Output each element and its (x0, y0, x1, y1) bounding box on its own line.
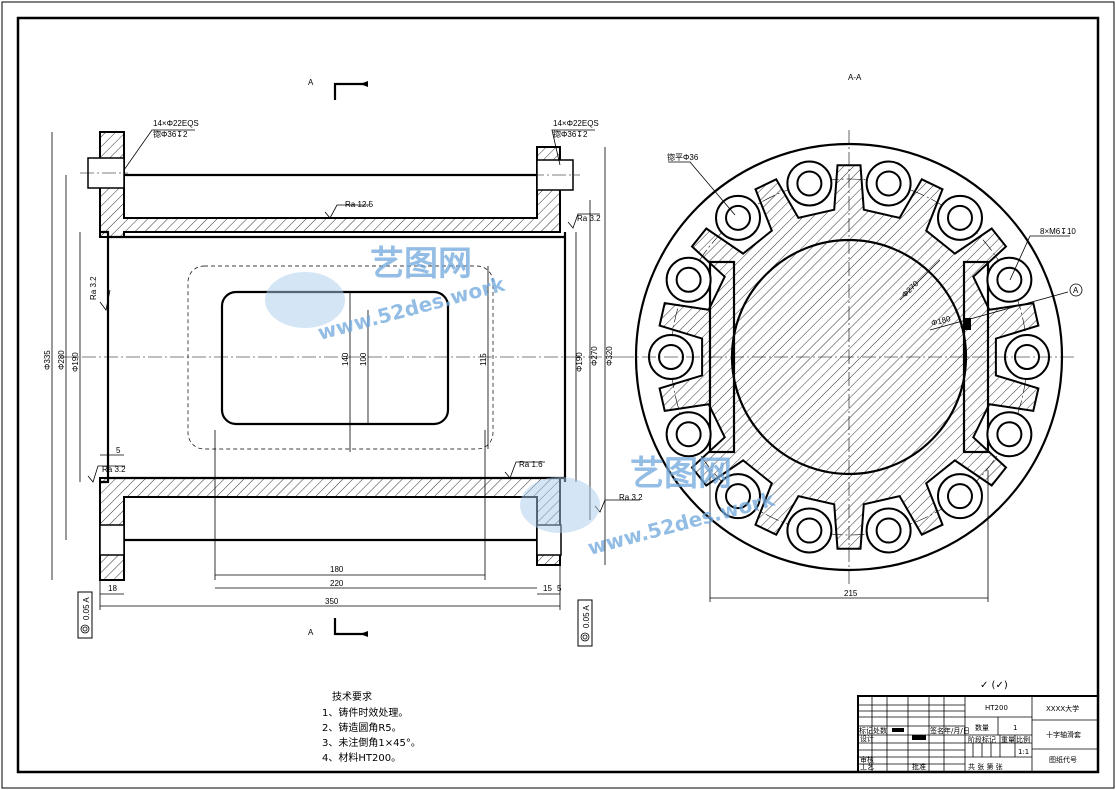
svg-text:Φ190: Φ190 (71, 352, 80, 372)
bolt-hole (875, 517, 902, 544)
svg-text:100: 100 (359, 352, 368, 366)
svg-text:技术要求: 技术要求 (332, 690, 372, 703)
bolt-hole (996, 421, 1023, 448)
svg-text:Φ335: Φ335 (43, 350, 52, 370)
svg-text:0.05 A: 0.05 A (82, 597, 91, 620)
svg-text:工艺: 工艺 (860, 763, 874, 771)
svg-text:Ra 12.5: Ra 12.5 (345, 200, 374, 209)
svg-text:锪Φ36↧2: 锪Φ36↧2 (153, 129, 188, 139)
bolt-hole (996, 266, 1023, 293)
svg-text:115: 115 (479, 353, 488, 366)
svg-text:A: A (1073, 286, 1079, 295)
svg-text:设计: 设计 (860, 734, 874, 743)
geometric-tolerance-left: 0.05 A (77, 591, 93, 639)
svg-text:Φ280: Φ280 (57, 350, 66, 370)
svg-text:350: 350 (325, 597, 339, 606)
svg-text:艺图网: 艺图网 (370, 244, 472, 284)
svg-text:标记处数: 标记处数 (859, 726, 887, 735)
svg-text:比例: 比例 (1016, 735, 1030, 744)
svg-text:批准: 批准 (912, 762, 926, 771)
svg-text:4、材料HT200。: 4、材料HT200。 (322, 751, 401, 764)
svg-text:Ra 3.2: Ra 3.2 (619, 493, 643, 502)
svg-text:Φ270: Φ270 (590, 346, 599, 366)
svg-text:数量: 数量 (975, 723, 989, 732)
section-marker-top: A (308, 78, 368, 100)
bolt-hole (675, 421, 702, 448)
section-marker-bottom: A (308, 618, 368, 637)
svg-text:Ra 1.6: Ra 1.6 (519, 460, 543, 469)
svg-text:HT200: HT200 (985, 704, 1008, 712)
geometric-tolerance-right: 0.05 A (577, 599, 593, 647)
svg-text:十字轴滑套: 十字轴滑套 (1046, 730, 1081, 739)
svg-text:A: A (308, 78, 314, 87)
technical-requirements: 技术要求 1、铸件时效处理。 2、铸造圆角R5。 3、未注倒角1×45°。 4、… (322, 690, 421, 764)
svg-text:Φ320: Φ320 (605, 346, 614, 366)
bolt-hole (725, 204, 752, 231)
svg-text:图纸代号: 图纸代号 (1049, 755, 1077, 764)
title-block: HT200 XXXX大学 十字轴滑套 图纸代号 数量 1 阶段标记 重量 比例 … (857, 695, 1099, 773)
svg-text:14×Φ22EQS: 14×Φ22EQS (153, 119, 199, 128)
svg-text:审核: 审核 (860, 755, 874, 764)
bolt-hole (946, 204, 973, 231)
front-view: Φ335 Φ280 Φ190 140 100 115 Φ190 Φ270 Φ32… (43, 119, 643, 647)
svg-text:Ra 3.2: Ra 3.2 (577, 214, 601, 223)
svg-text:A: A (308, 628, 314, 637)
bolt-hole (725, 483, 752, 510)
bolt-hole (796, 170, 823, 197)
section-view-aa: 215 锪平Φ36 8×M6↧10 Φ270 Φ180 A (620, 130, 1083, 602)
svg-text:1: 1 (1013, 724, 1017, 732)
bolt-hole (796, 517, 823, 544)
svg-text:Ra 3.2: Ra 3.2 (102, 465, 126, 474)
drawing-frame (16, 16, 1100, 774)
bolt-hole (946, 483, 973, 510)
svg-text:15: 15 (543, 584, 552, 593)
section-title-aa: A-A (848, 73, 862, 82)
svg-text:艺图网: 艺图网 (630, 454, 732, 494)
svg-text:5: 5 (557, 584, 562, 593)
svg-text:215: 215 (844, 589, 858, 598)
svg-text:1、铸件时效处理。: 1、铸件时效处理。 (322, 706, 408, 719)
svg-text:锪平Φ36: 锪平Φ36 (667, 152, 699, 162)
svg-text:8×M6↧10: 8×M6↧10 (1040, 227, 1076, 236)
svg-text:180: 180 (330, 565, 344, 574)
svg-text:14×Φ22EQS: 14×Φ22EQS (553, 119, 599, 128)
svg-text:Φ190: Φ190 (575, 352, 584, 372)
bolt-hole (875, 170, 902, 197)
svg-text:锪Φ36↧2: 锪Φ36↧2 (553, 129, 588, 139)
svg-text:220: 220 (330, 579, 344, 588)
svg-text:签名年/月/日: 签名年/月/日 (930, 726, 970, 735)
svg-text:www.52des.work: www.52des.work (585, 487, 778, 560)
svg-text:阶段标记: 阶段标记 (968, 735, 996, 744)
svg-text:2、铸造圆角R5。: 2、铸造圆角R5。 (322, 721, 402, 734)
svg-text:XXXX大学: XXXX大学 (1046, 704, 1079, 713)
svg-text:18: 18 (108, 584, 117, 593)
svg-text:5: 5 (116, 446, 121, 455)
svg-text:Ra 3.2: Ra 3.2 (89, 276, 98, 300)
bolt-hole (675, 266, 702, 293)
svg-text:重量: 重量 (1001, 736, 1015, 744)
svg-text:140: 140 (341, 352, 350, 366)
surface-finish-symbol: ✓ (✓) (980, 680, 1008, 691)
svg-text:3、未注倒角1×45°。: 3、未注倒角1×45°。 (322, 736, 421, 749)
svg-text:0.05 A: 0.05 A (582, 605, 591, 628)
svg-text:共 张 第 张: 共 张 第 张 (968, 762, 1003, 771)
svg-text:1:1: 1:1 (1018, 748, 1029, 756)
